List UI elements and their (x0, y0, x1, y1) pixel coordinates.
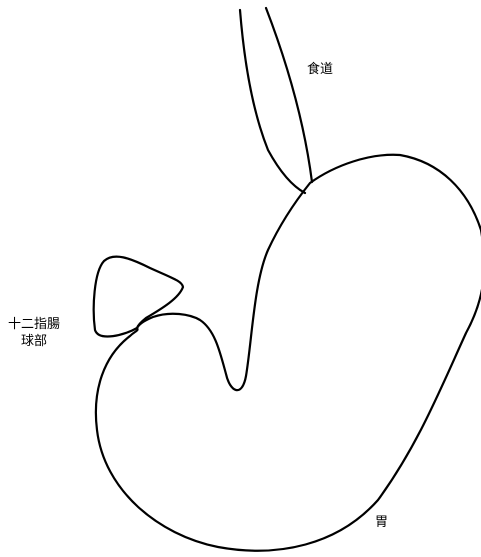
stomach-label: 胃 (375, 515, 389, 530)
esophagus-right-wall (264, 6, 314, 184)
duodenal-bulb-label-line1: 十二指腸 (7, 317, 60, 332)
duodenal-bulb-outline (92, 255, 185, 338)
duodenal-bulb-label: 十二指腸 球部 (6, 316, 62, 350)
stomach-outline (94, 153, 481, 552)
duodenal-bulb-label-line2: 球部 (20, 334, 47, 349)
esophagus-left-wall (238, 8, 307, 195)
esophagus-label: 食道 (307, 62, 334, 77)
